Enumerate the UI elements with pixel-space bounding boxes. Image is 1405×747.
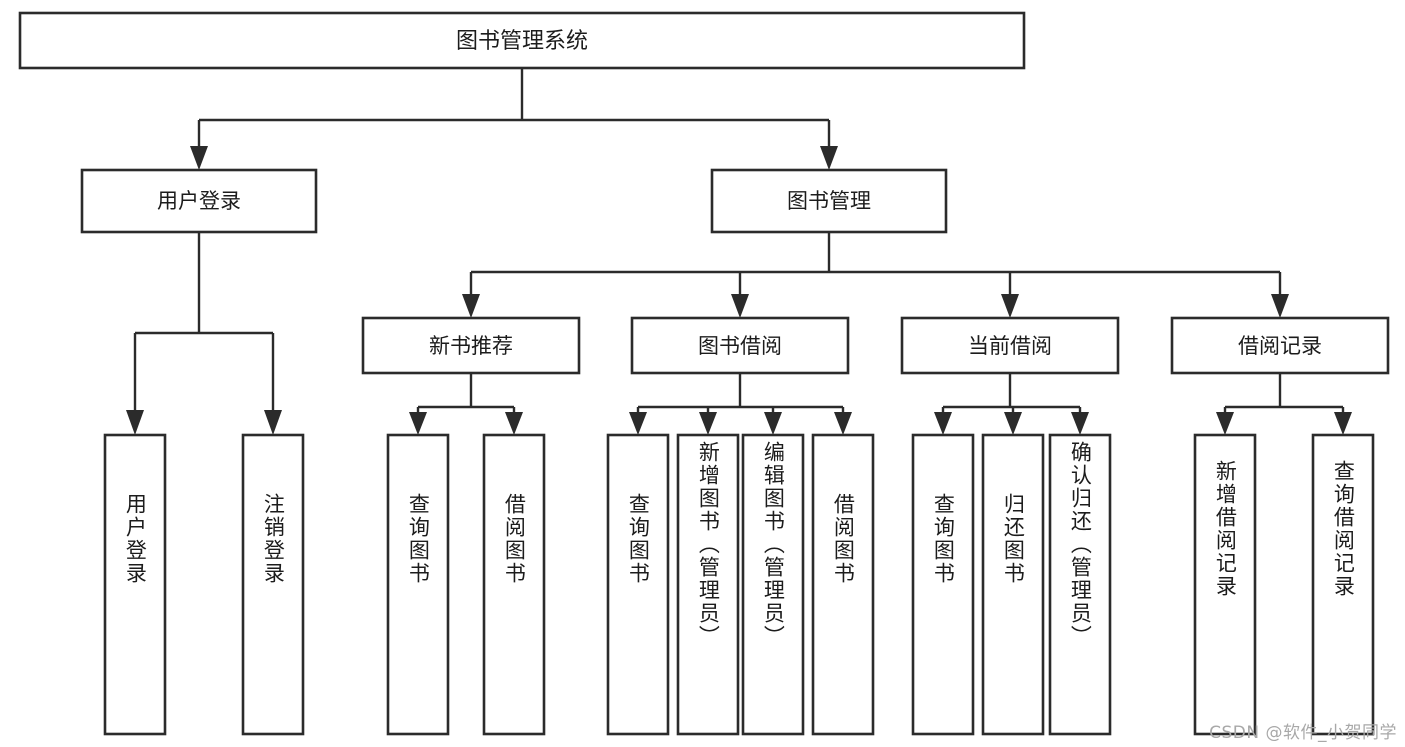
arrow-head-icon (629, 412, 647, 435)
connector-group-root (190, 68, 838, 170)
leaf-box-confirm-return-admin[interactable] (1048, 433, 1112, 736)
leaf-box-return-book[interactable] (981, 433, 1045, 736)
connector-group-user-login (126, 232, 282, 435)
leaf-box-add-borrow-record[interactable] (1193, 433, 1257, 736)
connector-group-book-mgmt (462, 232, 1289, 318)
leaf-box-user-login[interactable] (103, 433, 167, 736)
leaf-box-query-book-current[interactable] (911, 433, 975, 736)
leaf-box-add-book-admin[interactable] (676, 433, 740, 736)
leaf-box-borrow-book[interactable] (811, 433, 875, 736)
node-book-borrow-box[interactable] (630, 316, 850, 375)
node-current-borrow-label: 当前借阅 (968, 334, 1052, 358)
leaf-box-borrow-book-new[interactable] (482, 433, 546, 736)
arrow-head-icon (1004, 412, 1022, 435)
arrow-head-icon (462, 294, 480, 318)
arrow-head-icon (1001, 294, 1019, 318)
node-current-borrow-box[interactable] (900, 316, 1120, 375)
arrow-head-icon (1334, 412, 1352, 435)
arrow-head-icon (834, 412, 852, 435)
connector-group-borrow-records (1216, 373, 1352, 435)
node-book-management-box[interactable] (710, 168, 948, 234)
node-user-login-label: 用户登录 (157, 189, 241, 213)
arrow-head-icon (264, 410, 282, 435)
leaf-box-query-book-new[interactable] (386, 433, 450, 736)
node-new-book-recommend-label: 新书推荐 (429, 334, 513, 358)
arrow-head-icon (764, 412, 782, 435)
node-user-login[interactable]: 用户登录 (80, 168, 318, 234)
node-new-book-recommend[interactable]: 新书推荐 (361, 316, 581, 375)
arrow-head-icon (409, 412, 427, 435)
arrow-head-icon (731, 294, 749, 318)
node-new-book-recommend-box[interactable] (361, 316, 581, 375)
node-user-login-box[interactable] (80, 168, 318, 234)
connector-group-new-books (409, 373, 523, 435)
node-root-label: 图书管理系统 (456, 29, 588, 54)
connector-group-current-borrow (934, 373, 1089, 435)
node-book-borrow-label: 图书借阅 (698, 334, 782, 358)
node-borrow-records-box[interactable] (1170, 316, 1390, 375)
arrow-head-icon (1271, 294, 1289, 318)
arrow-head-icon (1216, 412, 1234, 435)
arrow-head-icon (1071, 412, 1089, 435)
node-borrow-records-label: 借阅记录 (1238, 334, 1322, 358)
arrow-head-icon (699, 412, 717, 435)
arrow-head-icon (505, 412, 523, 435)
node-book-management[interactable]: 图书管理 (710, 168, 948, 234)
arrow-head-icon (190, 146, 208, 170)
node-borrow-records[interactable]: 借阅记录 (1170, 316, 1390, 375)
leaf-box-query-borrow-record[interactable] (1311, 433, 1375, 736)
leaf-box-logout[interactable] (241, 433, 305, 736)
watermark-text: CSDN @软件_小贺同学 (1209, 723, 1397, 743)
leaf-box-query-book-borrow[interactable] (606, 433, 670, 736)
leaf-box-edit-book-admin[interactable] (741, 433, 805, 736)
arrow-head-icon (820, 146, 838, 170)
node-root[interactable]: 图书管理系统 (18, 11, 1026, 70)
leaf-box-group (103, 433, 1375, 736)
arrow-head-icon (126, 410, 144, 435)
node-current-borrow[interactable]: 当前借阅 (900, 316, 1120, 375)
node-root-box[interactable] (18, 11, 1026, 70)
node-book-management-label: 图书管理 (787, 189, 871, 213)
arrow-head-icon (934, 412, 952, 435)
node-book-borrow[interactable]: 图书借阅 (630, 316, 850, 375)
connector-group-book-borrow (629, 373, 852, 435)
